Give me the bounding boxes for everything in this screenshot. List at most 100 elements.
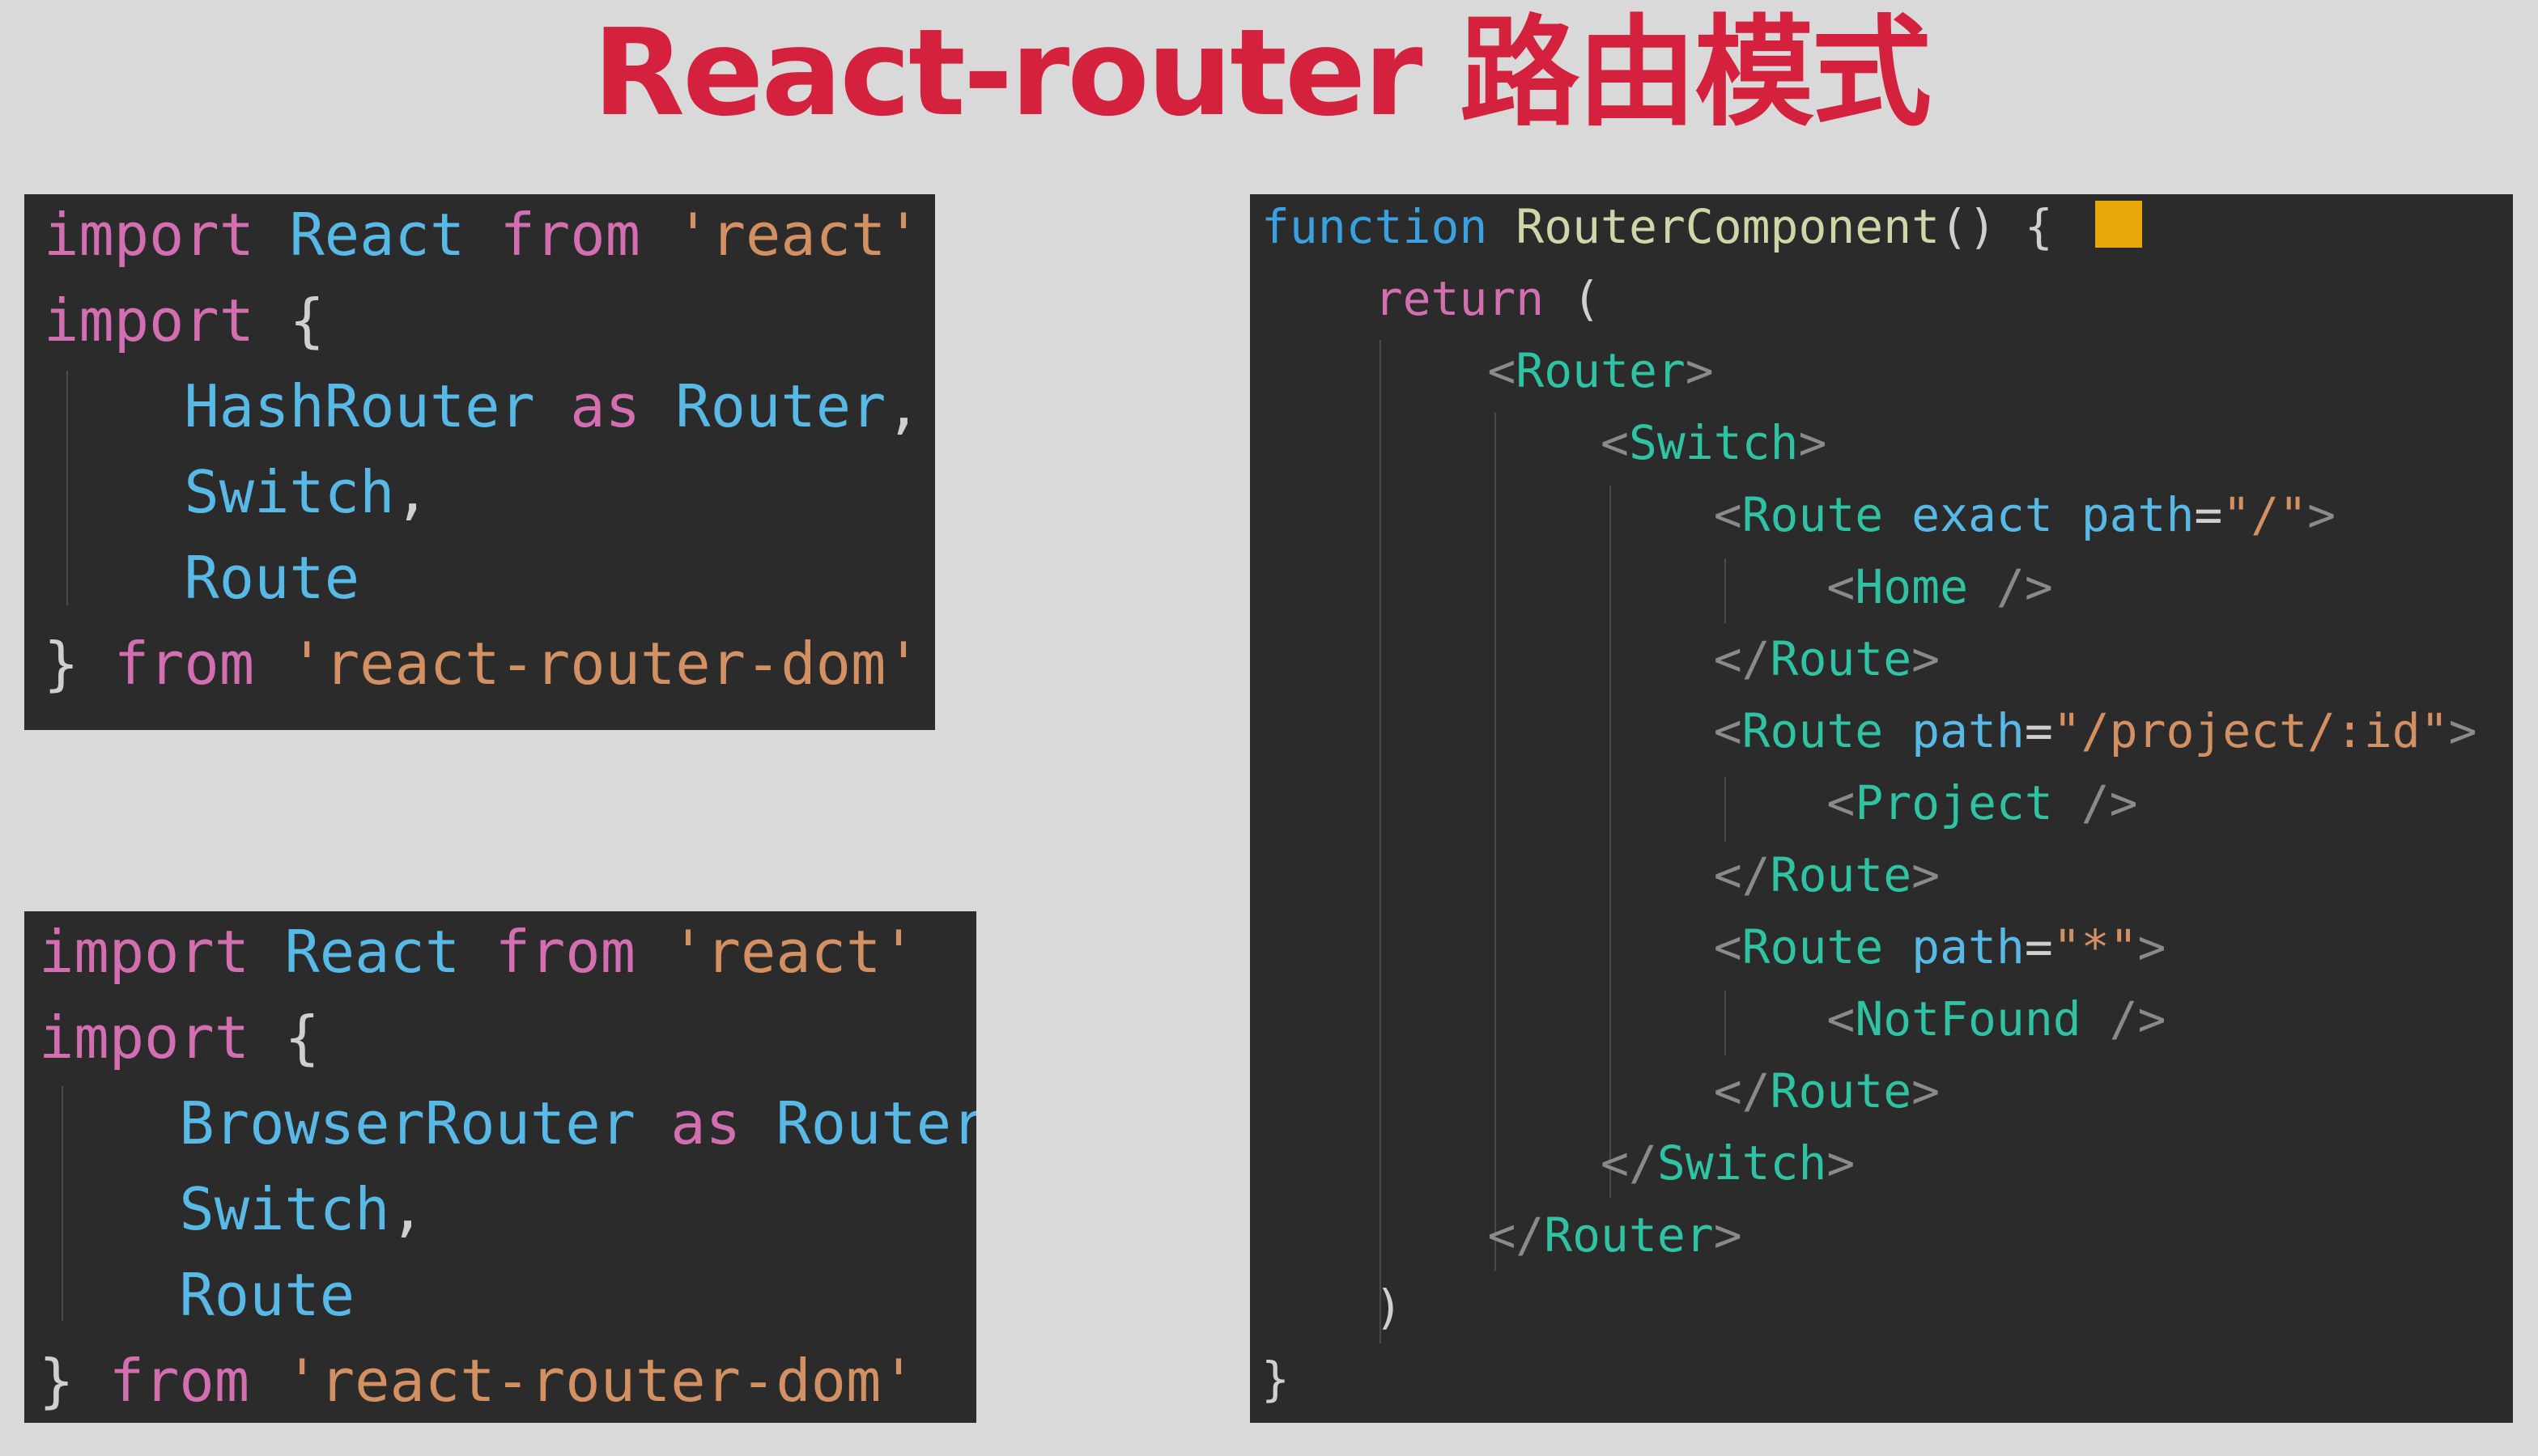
identifier: Router [675, 372, 886, 440]
jsx-tag: Route [1770, 847, 1912, 902]
code-line: function RouterComponent() { [1261, 194, 2053, 259]
jsx-tag: Route [1770, 1063, 1912, 1119]
string-literal: "/" [2222, 487, 2308, 542]
indent-guide [1724, 777, 1726, 842]
jsx-tag: Home [1855, 559, 1968, 614]
code-line: } from 'react-router-dom' [44, 623, 921, 704]
code-block: import React from 'react' import { Brows… [24, 911, 976, 1423]
code-line: <Switch> [1601, 415, 1827, 470]
code-line: import { [44, 280, 325, 361]
code-line: Route [44, 537, 359, 618]
string-literal: "*" [2052, 919, 2138, 974]
indent-guide [1609, 486, 1611, 1198]
jsx-attribute: path [2081, 487, 2195, 542]
code-line: HashRouter as Router, [44, 366, 921, 447]
import-keyword: import [44, 287, 255, 354]
code-line: Switch, [44, 452, 430, 533]
identifier: HashRouter [184, 372, 535, 440]
identifier: Route [179, 1261, 355, 1329]
jsx-tag: Router [1516, 343, 1686, 398]
jsx-tag: Route [1770, 631, 1912, 686]
code-line: } [1261, 1347, 1290, 1411]
code-block: function RouterComponent() { return ( <R… [1250, 194, 2477, 1407]
browser-router-code-panel: import React from 'react' import { Brows… [24, 911, 976, 1423]
code-block: import React from 'react' import { HashR… [24, 194, 921, 730]
code-line: import React from 'react' [44, 194, 921, 275]
code-line: return ( [1261, 266, 1601, 331]
punctuation: ( [1572, 271, 1601, 326]
code-line: <Router> [1487, 343, 1714, 398]
code-line: </Route> [1713, 1063, 1941, 1119]
color-swatch [2095, 201, 2142, 248]
identifier: React [284, 918, 461, 986]
identifier: Route [184, 544, 360, 612]
code-line: <Home /> [1826, 559, 2053, 614]
as-keyword: as [570, 372, 640, 440]
jsx-tag: NotFound [1855, 991, 2081, 1046]
jsx-tag: Switch [1628, 415, 1799, 470]
jsx-tag: Route [1741, 919, 1884, 974]
jsx-tag: Switch [1656, 1136, 1827, 1191]
import-keyword: import [39, 1004, 250, 1072]
string-literal: "/project/:id" [2052, 703, 2449, 758]
indent-guide [66, 371, 68, 605]
code-line: <NotFound /> [1826, 991, 2166, 1046]
punctuation: } [44, 630, 79, 698]
code-line: import React from 'react' [39, 911, 916, 992]
indent-guide [1724, 991, 1726, 1055]
from-keyword: from [113, 630, 255, 698]
punctuation: , [389, 1175, 425, 1243]
code-line: Switch, [39, 1169, 425, 1250]
string-literal: 'react-router-dom' [284, 1347, 916, 1415]
punctuation: { [289, 287, 325, 354]
code-line: <Project /> [1826, 775, 2138, 830]
string-literal: 'react-router-dom' [289, 630, 921, 698]
string-literal: 'react' [675, 201, 921, 269]
code-line: <Route exact path="/"> [1713, 487, 2336, 542]
code-line: </Switch> [1601, 1136, 1856, 1191]
jsx-tag: Route [1741, 703, 1884, 758]
jsx-tag: Project [1855, 775, 2053, 830]
code-line: </Router> [1487, 1208, 1742, 1263]
function-keyword: function [1261, 199, 1488, 254]
indent-guide [62, 1086, 63, 1321]
string-literal: 'react' [670, 918, 916, 986]
identifier: Switch [179, 1175, 390, 1243]
identifier: React [289, 201, 466, 269]
from-keyword: from [500, 201, 640, 269]
punctuation: { [284, 1004, 320, 1072]
identifier: Switch [184, 458, 395, 526]
function-name: RouterComponent [1516, 199, 1941, 254]
hash-router-code-panel: import React from 'react' import { HashR… [24, 194, 935, 730]
code-line: <Route path="*"> [1713, 919, 2166, 974]
punctuation: ) [1374, 1280, 1403, 1335]
identifier: BrowserRouter [179, 1089, 636, 1157]
import-keyword: import [44, 201, 255, 269]
from-keyword: from [108, 1347, 250, 1415]
code-line: } from 'react-router-dom' [39, 1340, 916, 1421]
jsx-tag: Route [1741, 487, 1884, 542]
jsx-attribute: path [1911, 919, 2025, 974]
indent-guide [1724, 558, 1726, 623]
punctuation: , [394, 458, 430, 526]
as-keyword: as [670, 1089, 741, 1157]
code-line: </Route> [1713, 847, 1941, 902]
indent-guide [1494, 413, 1496, 1271]
code-line: BrowserRouter as Router [39, 1083, 976, 1164]
page-title: React-router 路由模式 [593, 3, 1932, 142]
punctuation: } [1261, 1352, 1290, 1407]
return-keyword: return [1374, 271, 1545, 326]
indent-guide [1380, 340, 1381, 1344]
identifier: Router [776, 1089, 976, 1157]
code-line: import { [39, 997, 320, 1078]
jsx-attribute: path [1911, 703, 2025, 758]
from-keyword: from [495, 918, 636, 986]
code-line: <Route path="/project/:id"> [1713, 703, 2477, 758]
code-line: Route [39, 1254, 355, 1335]
jsx-attribute: exact [1911, 487, 2053, 542]
punctuation: () { [1940, 199, 2053, 254]
router-component-code-panel: function RouterComponent() { return ( <R… [1250, 194, 2513, 1423]
punctuation: , [886, 372, 921, 440]
punctuation: } [39, 1347, 74, 1415]
code-line: </Route> [1713, 631, 1941, 686]
